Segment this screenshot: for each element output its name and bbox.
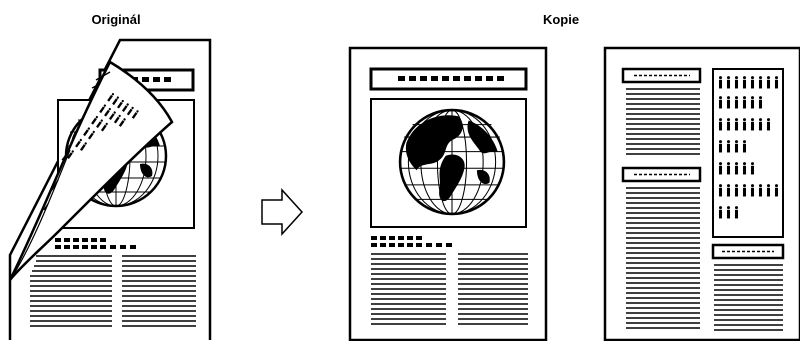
globe-icon [400, 110, 504, 214]
copy-page-front [350, 48, 546, 340]
right-arrow-outline-icon [262, 190, 302, 234]
original-document [10, 40, 210, 340]
copy-page-back [605, 48, 800, 340]
